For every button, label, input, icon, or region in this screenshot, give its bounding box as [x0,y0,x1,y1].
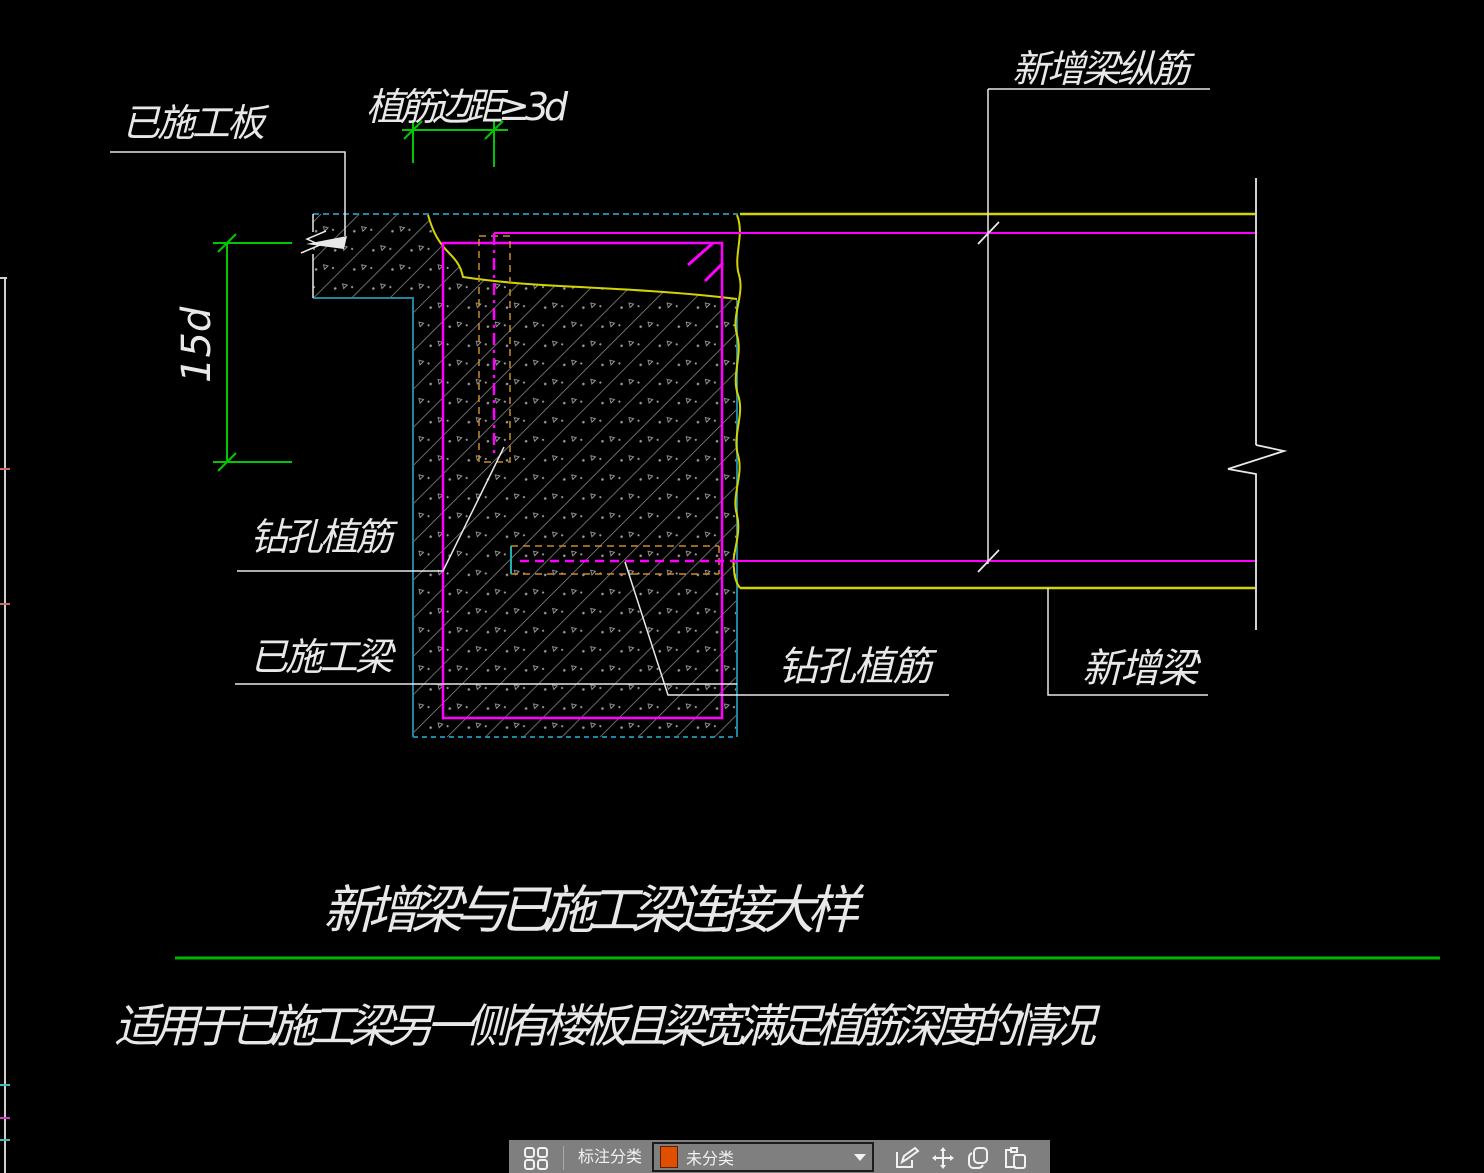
dim-15d-text: 15d [174,306,220,383]
grid-view-icon [524,1147,548,1170]
leader-drilled-rebar-left: 钻孔植筋 [237,446,505,572]
label-drilled-rebar-left: 钻孔植筋 [250,515,398,559]
label-drilled-rebar-right: 钻孔植筋 [778,644,938,690]
paste-button[interactable] [1002,1146,1028,1170]
category-color-swatch [660,1146,679,1168]
drawing-title: 新增梁与已施工梁连接大样 [323,881,865,941]
leader-existing-beam: 已施工梁 [235,635,737,685]
label-new-beam-rebar: 新增梁纵筋 [1012,47,1195,91]
drilled-hole-vertical [478,233,511,463]
leader-existing-slab: 已施工板 [110,101,347,249]
dimension-edge-distance: 植筋边距≥3d [366,85,574,167]
existing-beam-stirrup [441,241,725,720]
label-existing-beam: 已施工梁 [250,635,396,679]
label-edge-distance: 植筋边距≥3d [366,85,569,129]
drilled-hole-horizontal [510,545,737,575]
grid-view-button[interactable] [523,1146,549,1170]
existing-concrete-hatch [313,214,737,737]
drawing-note: 适用于已施工梁另一侧有楼板且梁宽满足植筋深度的情况 [114,999,1101,1053]
move-icon [932,1147,955,1169]
copy-button[interactable] [966,1146,992,1170]
dimension-15d: 15d [174,233,292,472]
label-new-beam: 新增梁 [1082,646,1201,692]
edit-icon [896,1146,920,1168]
paste-icon [1005,1147,1027,1169]
leader-drilled-rebar-right: 钻孔植筋 [624,561,949,696]
sheet-frame-edge [0,277,10,1173]
label-existing-slab: 已施工板 [122,101,270,145]
move-button[interactable] [930,1146,956,1170]
new-beam-lines [494,178,1288,630]
leader-new-beam: 新增梁 [1047,588,1208,696]
annotation-toolbar: 标注分类 未分类 [509,1140,1050,1173]
leader-new-beam-rebar: 新增梁纵筋 [977,47,1210,573]
title-block: 新增梁与已施工梁连接大样 适用于已施工梁另一侧有楼板且梁宽满足植筋深度的情况 [114,881,1440,1053]
copy-icon [968,1147,989,1169]
category-value: 未分类 [686,1149,735,1168]
classify-label: 标注分类 [578,1147,643,1166]
chevron-down-icon [854,1153,867,1161]
toolbar-separator [563,1146,564,1170]
category-dropdown[interactable]: 未分类 [652,1142,875,1172]
edit-annotation-button[interactable] [894,1146,920,1170]
